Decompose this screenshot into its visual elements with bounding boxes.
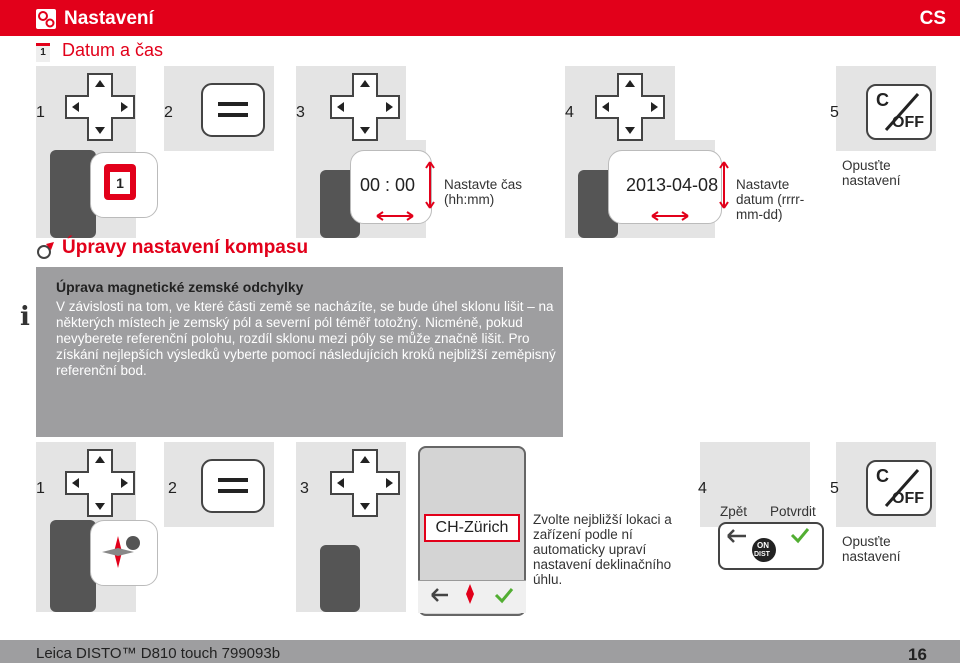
dist-label: DIST (754, 551, 770, 558)
step-number: 2 (168, 480, 177, 497)
step-number: 4 (565, 104, 574, 121)
back-label: Zpět (720, 504, 748, 519)
step-box-4 (700, 442, 810, 527)
navigation-pad-icon (595, 73, 665, 141)
info-title: Úprava magnetické zemské odchylky (56, 279, 304, 295)
step-number: 4 (698, 480, 707, 497)
calendar-icon: 1 (36, 43, 50, 62)
info-text: V závislosti na tom, ve které části země… (56, 299, 556, 378)
date-value: 2013-04-08 (626, 175, 719, 195)
device-illustration (50, 520, 96, 612)
exit-caption: Opusťte nastavení (842, 534, 901, 564)
language-code: CS (919, 8, 946, 29)
up-down-arrow-icon (719, 161, 729, 209)
device-illustration (50, 150, 96, 238)
equals-button-icon (201, 83, 265, 137)
step-number: 5 (830, 104, 839, 121)
date-caption: Nastavte datum (rrrr-mm-dd) (736, 177, 805, 222)
clear-off-button: C OFF (866, 84, 932, 140)
compass-settings-icon (102, 536, 140, 568)
compass-needle-icon[interactable] (460, 582, 480, 606)
header-bar (0, 0, 960, 36)
device-screen-bubble (90, 152, 158, 218)
checkmark-icon[interactable] (494, 586, 514, 604)
step-number: 3 (300, 480, 309, 497)
page-number: 16 (908, 645, 927, 664)
step-number: 3 (296, 104, 305, 121)
step-number: 1 (36, 104, 45, 121)
clear-label: C (876, 466, 889, 486)
off-label: OFF (892, 114, 924, 131)
back-arrow-icon (727, 529, 746, 543)
confirm-label: Potvrdit (770, 504, 816, 519)
product-name: Leica DISTO™ D810 touch 799093b (36, 645, 281, 662)
off-label: OFF (892, 490, 924, 507)
location-caption: Zvolte nejbližší lokaci a zařízení podle… (533, 512, 672, 587)
navigation-pad-icon (330, 449, 400, 517)
navigation-pad-icon (330, 73, 400, 141)
clear-label: C (876, 90, 889, 110)
clear-off-button: C OFF (866, 460, 932, 516)
navigation-pad-icon (65, 73, 135, 141)
footer-bar (0, 640, 960, 663)
back-arrow-icon[interactable] (428, 586, 450, 604)
device-illustration (320, 545, 360, 612)
time-value: 00 : 00 (360, 175, 416, 195)
step-number: 2 (164, 104, 173, 121)
step-number: 1 (36, 480, 45, 497)
section-title-date-time: Datum a čas (62, 40, 164, 60)
device-screen-bubble (350, 150, 432, 224)
device-screen-bubble (608, 150, 722, 224)
settings-icon (36, 9, 56, 29)
time-caption: Nastavte čas (hh:mm) (444, 177, 523, 207)
compass-icon (37, 242, 54, 259)
on-dist-button: ON DIST (752, 538, 776, 562)
info-icon: i (20, 302, 30, 332)
section-title-compass: Úpravy nastavení kompasu (62, 237, 309, 258)
exit-caption: Opusťte nastavení (842, 158, 901, 188)
step-number: 5 (830, 480, 839, 497)
calendar-date-number: 1 (110, 172, 130, 194)
equals-button-icon (201, 459, 265, 513)
location-option[interactable]: CH-Zürich (424, 514, 520, 542)
checkmark-icon (790, 528, 810, 544)
up-down-arrow-icon (425, 161, 435, 209)
info-box (36, 267, 563, 437)
page-title: Nastavení (64, 8, 154, 29)
left-right-arrow-icon (651, 211, 689, 221)
calendar-button-icon: 1 (104, 164, 136, 200)
left-right-arrow-icon (376, 211, 414, 221)
navigation-pad-icon (65, 449, 135, 517)
on-label: ON (757, 541, 769, 550)
